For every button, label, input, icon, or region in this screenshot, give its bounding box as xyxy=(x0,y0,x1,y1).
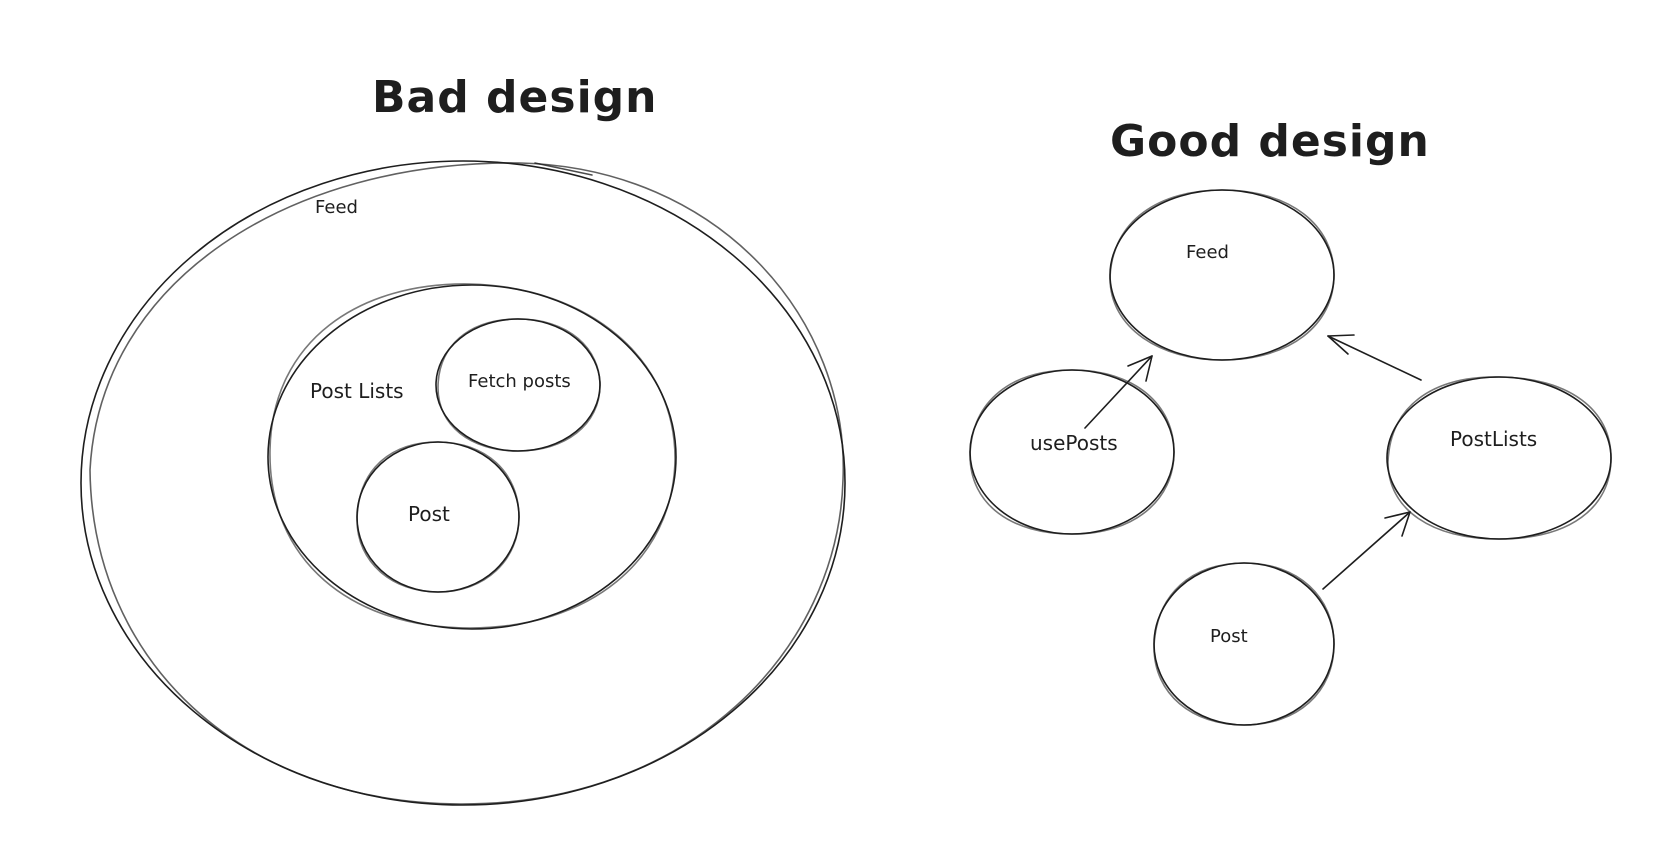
good-feed-ellipse[interactable] xyxy=(1109,189,1335,361)
bad-post-lists-ellipse[interactable] xyxy=(267,283,677,630)
good-design-group: Good design Feed usePosts PostLists Post xyxy=(969,116,1612,726)
bad-post-lists-label: Post Lists xyxy=(310,379,404,403)
bad-fetch-posts-ellipse[interactable] xyxy=(435,318,601,452)
bad-post-label: Post xyxy=(408,502,450,526)
good-post-lists-ellipse[interactable] xyxy=(1386,376,1612,540)
bad-design-title: Bad design xyxy=(372,72,657,123)
good-post-label: Post xyxy=(1210,626,1248,647)
good-post-lists-label: PostLists xyxy=(1450,427,1537,451)
good-post-ellipse[interactable] xyxy=(1153,562,1335,726)
bad-post-ellipse[interactable] xyxy=(356,441,520,593)
good-feed-label: Feed xyxy=(1186,242,1229,263)
arrow-use-posts-to-feed xyxy=(1084,355,1153,429)
good-use-posts-ellipse[interactable] xyxy=(969,369,1175,535)
bad-fetch-posts-label: Fetch posts xyxy=(468,371,571,392)
bad-design-group: Bad design Feed Post Lists Fetch posts P… xyxy=(80,72,846,806)
bad-feed-label: Feed xyxy=(315,197,358,218)
good-use-posts-label: usePosts xyxy=(1030,431,1118,455)
bad-feed-ellipse[interactable] xyxy=(80,160,846,806)
arrow-post-lists-to-feed xyxy=(1327,334,1422,381)
arrow-post-to-post-lists xyxy=(1322,511,1411,590)
good-design-title: Good design xyxy=(1110,116,1430,167)
